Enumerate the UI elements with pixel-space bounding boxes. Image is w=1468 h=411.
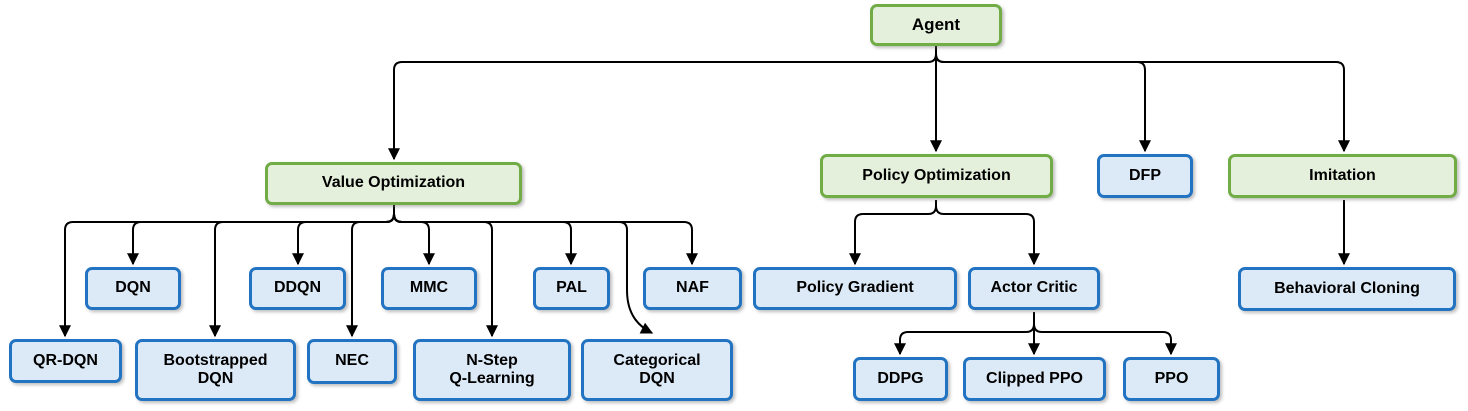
- node-value-optimization: Value Optimization: [265, 162, 522, 205]
- node-ddqn: DDQN: [249, 267, 346, 310]
- node-behavioral-cloning: Behavioral Cloning: [1238, 267, 1456, 311]
- node-pal: PAL: [533, 267, 610, 310]
- node-policy-optimization: Policy Optimization: [820, 154, 1053, 198]
- edge-actor-critic-ddpg: [894, 312, 1035, 356]
- node-bootstrapped-dqn: Bootstrapped DQN: [135, 339, 296, 401]
- node-ddpg: DDPG: [853, 357, 948, 401]
- node-qr-dqn: QR-DQN: [9, 339, 122, 383]
- node-actor-critic: Actor Critic: [968, 267, 1100, 310]
- node-agent: Agent: [870, 4, 1002, 46]
- node-naf: NAF: [643, 267, 742, 310]
- node-dqn: DQN: [85, 267, 181, 310]
- edge-policy-optimization-policy-gradient: [849, 200, 937, 266]
- edge-agent-imitation: [935, 46, 1350, 153]
- edge-value-optimization-dqn: [127, 205, 395, 266]
- node-policy-gradient: Policy Gradient: [753, 267, 957, 310]
- node-ppo: PPO: [1123, 357, 1220, 401]
- edge-policy-optimization-actor-critic: [935, 200, 1040, 266]
- node-imitation: Imitation: [1228, 154, 1457, 198]
- node-categorical-dqn: Categorical DQN: [581, 339, 733, 401]
- node-mmc: MMC: [381, 267, 477, 310]
- node-n-step-q-learning: N-Step Q-Learning: [413, 339, 571, 401]
- edge-actor-critic-ppo: [1033, 312, 1177, 356]
- edge-value-optimization-mmc: [393, 205, 435, 266]
- edge-value-optimization-pal: [393, 205, 577, 266]
- edge-value-optimization-ddqn: [292, 205, 395, 266]
- node-nec: NEC: [307, 339, 397, 384]
- node-dfp: DFP: [1097, 154, 1193, 198]
- edge-value-optimization-naf: [393, 205, 698, 266]
- node-clipped-ppo: Clipped PPO: [963, 357, 1106, 401]
- edge-agent-value-optimization: [388, 46, 937, 161]
